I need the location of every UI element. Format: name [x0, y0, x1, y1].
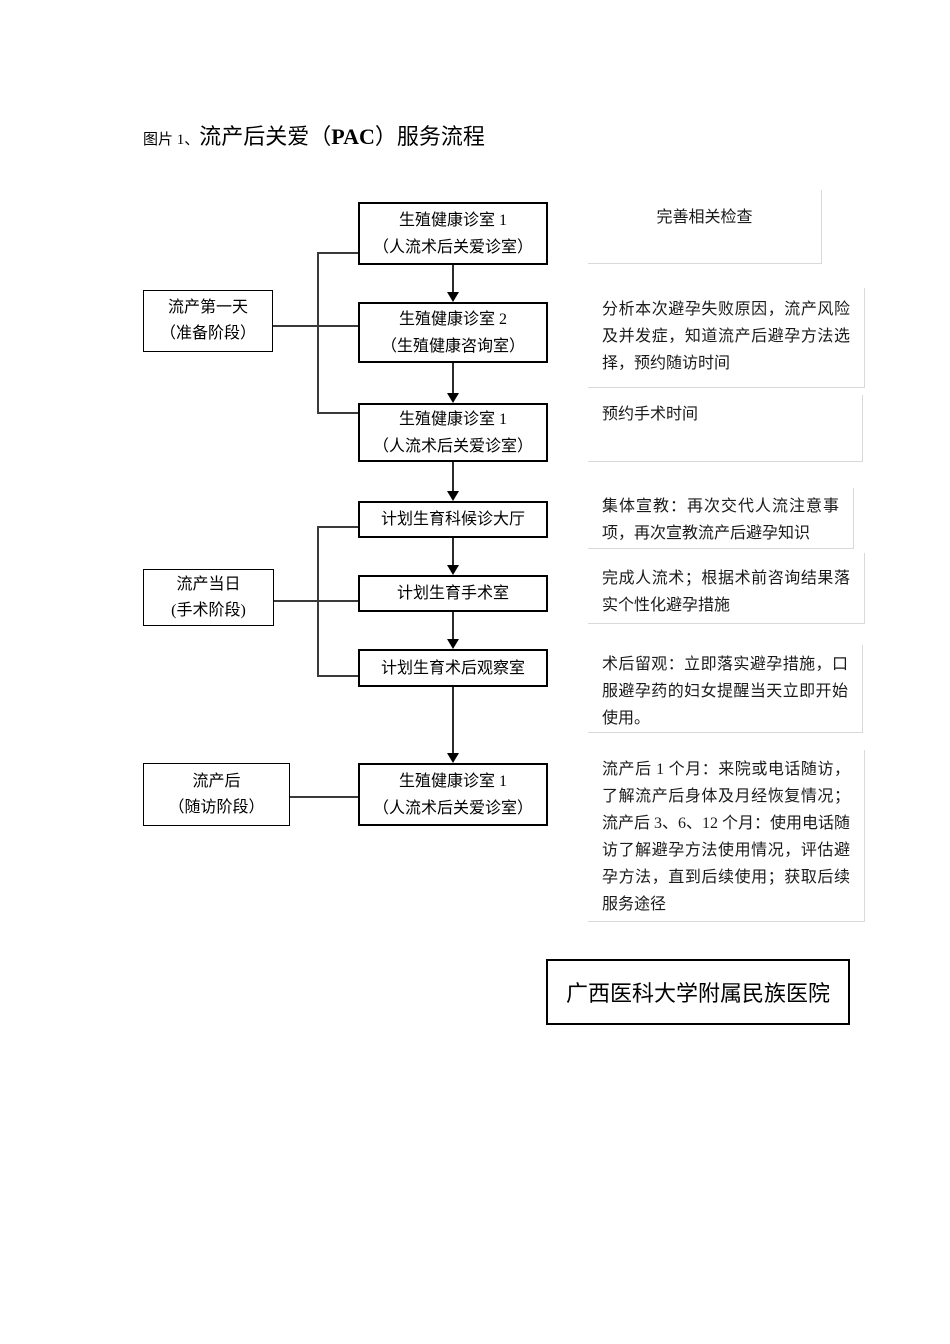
step-label-line: 生殖健康诊室 2	[398, 310, 507, 328]
hospital-name: 广西医科大学附属民族医院	[565, 981, 830, 1006]
bracket1-vertical-line	[317, 252, 319, 414]
step-box-clinic2-counseling: 生殖健康诊室 2 （生殖健康咨询室）	[358, 302, 548, 363]
stage-label-line: 流产第一天	[167, 299, 248, 316]
note-schedule-surgery: 预约手术时间	[588, 395, 863, 462]
stage-box-followup: 流产后 （随访阶段）	[143, 763, 290, 826]
stage-label-line: (手术阶段)	[171, 601, 246, 619]
figure-title: 图片 1、 流产后关爱（ PAC ）服务流程	[143, 119, 485, 151]
bracket1-top-stub	[317, 252, 358, 254]
down-arrow-icon	[447, 538, 459, 575]
title-text-before: 流产后关爱（	[199, 124, 332, 149]
note-followup-schedule: 流产后 1 个月：来院或电话随访，了解流产后身体及月经恢复情况；流产后 3、6、…	[588, 750, 865, 922]
arrow-shaft	[452, 265, 454, 292]
down-arrow-icon	[447, 687, 459, 763]
step-label-line: （人流术后关爱诊室）	[372, 799, 533, 817]
stage-label-line: （随访阶段）	[168, 798, 265, 816]
stage-label-line: （准备阶段）	[159, 325, 256, 342]
step-box-clinic1-appointment: 生殖健康诊室 1 （人流术后关爱诊室）	[358, 403, 548, 462]
step-box-operating-room: 计划生育手术室	[358, 575, 548, 612]
step-label-line: （生殖健康咨询室）	[380, 337, 525, 355]
step-label-line: 生殖健康诊室 1	[398, 410, 507, 428]
stage-box-day1-preparation: 流产第一天 （准备阶段）	[143, 290, 273, 352]
stage-label-line: 流产后	[192, 772, 241, 790]
arrow-head	[447, 491, 459, 501]
bracket1-bottom-stub	[317, 412, 358, 414]
down-arrow-icon	[447, 363, 459, 403]
down-arrow-icon	[447, 265, 459, 302]
down-arrow-icon	[447, 462, 459, 501]
arrow-shaft	[452, 363, 454, 393]
arrow-shaft	[452, 612, 454, 639]
step-label-line: 计划生育术后观察室	[380, 659, 525, 677]
figure-number-label: 图片 1、	[143, 132, 200, 148]
arrow-head	[447, 565, 459, 575]
step-label-line: （人流术后关爱诊室）	[372, 238, 533, 256]
title-acronym: PAC	[331, 124, 375, 149]
note-perform-procedure: 完成人流术；根据术前咨询结果落实个性化避孕措施	[588, 553, 865, 624]
step-box-clinic1-followup: 生殖健康诊室 1 （人流术后关爱诊室）	[358, 763, 548, 826]
note-analyze-failure: 分析本次避孕失败原因，流产风险及并发症，知道流产后避孕方法选择，预约随访时间	[588, 288, 865, 388]
step-box-waiting-hall: 计划生育科候诊大厅	[358, 501, 548, 538]
bracket1-middle-line	[273, 325, 358, 327]
step-label-line: 计划生育科候诊大厅	[380, 511, 525, 528]
step-label-line: （人流术后关爱诊室）	[372, 437, 533, 455]
arrow-shaft	[452, 462, 454, 491]
step-box-observation-room: 计划生育术后观察室	[358, 649, 548, 687]
stage3-connector-line	[290, 796, 358, 798]
note-complete-exams: 完善相关检查	[588, 190, 822, 264]
step-box-clinic1-first: 生殖健康诊室 1 （人流术后关爱诊室）	[358, 202, 548, 265]
arrow-shaft	[452, 687, 454, 753]
arrow-head	[447, 393, 459, 403]
bracket2-middle-line	[274, 600, 358, 602]
title-text-after: ）服务流程	[374, 124, 485, 149]
arrow-shaft	[452, 538, 454, 565]
step-label-line: 生殖健康诊室 1	[398, 772, 507, 790]
down-arrow-icon	[447, 612, 459, 649]
note-post-op-observation: 术后留观：立即落实避孕措施，口服避孕药的妇女提醒当天立即开始使用。	[588, 645, 863, 733]
step-label-line: 生殖健康诊室 1	[398, 211, 507, 229]
arrow-head	[447, 292, 459, 302]
stage-box-surgery-day: 流产当日 (手术阶段)	[143, 569, 274, 626]
bracket2-top-stub	[317, 526, 358, 528]
arrow-head	[447, 753, 459, 763]
stage-label-line: 流产当日	[176, 575, 241, 593]
note-group-education: 集体宣教：再次交代人流注意事项，再次宣教流产后避孕知识	[588, 488, 854, 549]
bracket2-bottom-stub	[317, 675, 358, 677]
step-label-line: 计划生育手术室	[396, 585, 509, 602]
arrow-head	[447, 639, 459, 649]
hospital-name-box: 广西医科大学附属民族医院	[546, 959, 850, 1025]
